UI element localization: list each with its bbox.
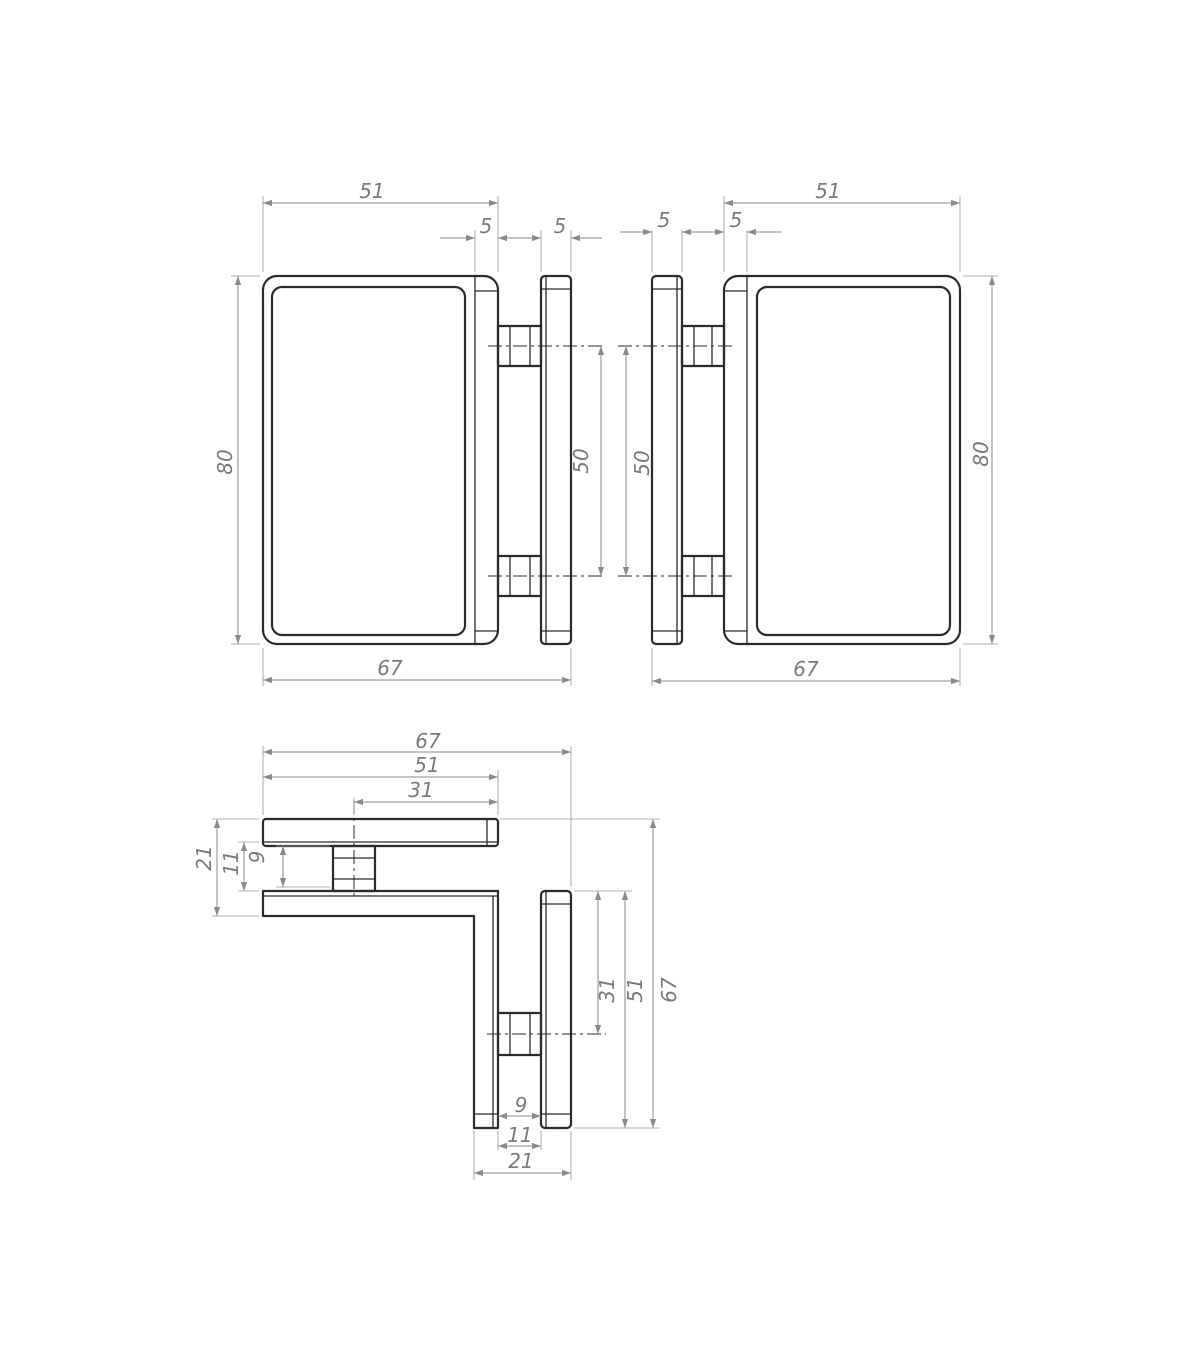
screw-top-right (618, 324, 736, 368)
dim-overall-width-right: 67 (793, 657, 819, 681)
dim-side-vertical-screw-offset: 31 (595, 977, 619, 1002)
dim-screw-spacing-left: 50 (569, 448, 593, 473)
back-plate-right (650, 274, 684, 646)
l-bracket (261, 889, 500, 1130)
clamp-body-right (722, 274, 962, 646)
dim-gap-right: 5 (730, 208, 743, 232)
dim-width-left: 51 (359, 179, 384, 203)
dim-gap-left: 5 (554, 214, 567, 238)
dim-side-gap-outer: 11 (219, 850, 243, 875)
screw-vertical (331, 800, 377, 900)
back-plate-left (539, 274, 573, 646)
dim-side-gap-inner: 9 (245, 851, 269, 864)
dim-side-overall-height: 21 (192, 845, 216, 870)
screw-horizontal (487, 1011, 606, 1057)
dim-height-left: 80 (213, 449, 237, 474)
front-view-right: 51 5 5 80 50 67 (618, 179, 998, 686)
back-plate-side (539, 889, 573, 1130)
front-view-left: 51 5 5 80 50 67 (213, 179, 605, 686)
side-view: 67 51 31 21 11 9 31 51 67 9 11 (192, 729, 681, 1180)
dim-side-vertical-overall: 67 (657, 977, 681, 1003)
dim-width-right: 51 (815, 179, 840, 203)
top-arm (261, 817, 500, 848)
dim-screw-spacing-right: 50 (630, 450, 654, 475)
dim-plate-thickness-left: 5 (480, 214, 493, 238)
clamp-body-left (261, 274, 500, 646)
dim-side-bottom-inner: 9 (515, 1093, 528, 1117)
screw-bottom-right (618, 554, 736, 598)
screw-top-left (488, 324, 605, 368)
dim-side-vertical-arm: 51 (623, 977, 647, 1002)
dim-side-bottom-gap: 11 (507, 1123, 532, 1147)
dim-side-screw-offset: 31 (408, 778, 433, 802)
dim-side-bottom-overall: 21 (508, 1149, 533, 1173)
dim-overall-width-left: 67 (377, 656, 403, 680)
dim-height-right: 80 (969, 441, 993, 466)
dim-side-arm-width: 51 (414, 753, 439, 777)
dim-side-overall-width: 67 (415, 729, 441, 753)
dim-plate-thickness-right: 5 (658, 208, 671, 232)
screw-bottom-left (488, 554, 605, 598)
